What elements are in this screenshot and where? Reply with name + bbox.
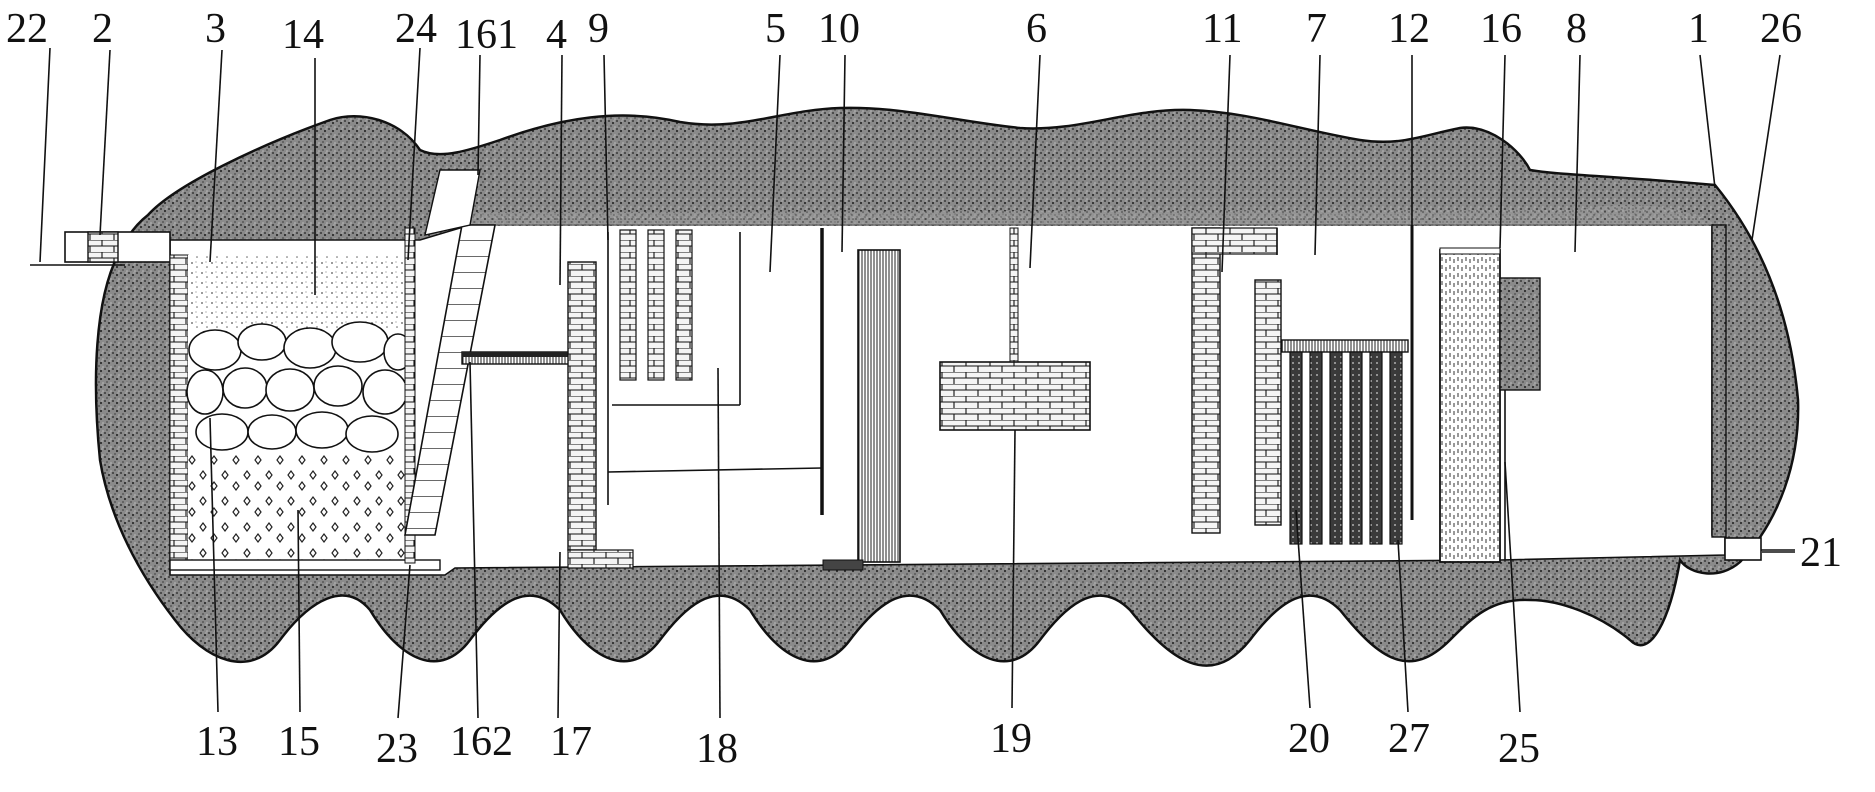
right-wall-26: [1711, 224, 1727, 538]
cover-soil: [470, 204, 1712, 226]
label-8: 8: [1566, 6, 1587, 52]
outlet-pipe: [1724, 537, 1762, 561]
label-10: 10: [818, 6, 860, 52]
partition-7-left: [1254, 279, 1282, 526]
label-3: 3: [205, 6, 226, 52]
label-17: 17: [550, 719, 592, 765]
partition-11: [1191, 227, 1221, 534]
label-4: 4: [546, 12, 567, 58]
label-15: 15: [278, 719, 320, 765]
filler-frame: [1281, 339, 1409, 353]
label-23: 23: [376, 726, 418, 772]
hanger-rod: [1009, 227, 1019, 364]
label-22: 22: [6, 6, 48, 52]
label-162: 162: [450, 719, 513, 765]
label-161: 161: [455, 12, 518, 58]
baffle-9-bottom: [607, 467, 823, 473]
label-2: 2: [92, 6, 113, 52]
label-16: 16: [1480, 6, 1522, 52]
brick-block-19: [939, 361, 1091, 431]
partition-4-base: [567, 549, 634, 569]
partition-4: [567, 261, 597, 551]
label-11: 11: [1202, 6, 1242, 52]
label-5: 5: [765, 6, 786, 52]
label-21: 21: [1800, 530, 1842, 576]
hanging-filler: [1289, 351, 1403, 545]
chamber3-left-wall: [169, 254, 189, 561]
label-20: 20: [1288, 716, 1330, 762]
manhole-neck: [424, 169, 481, 236]
partition-11-cap: [1191, 227, 1278, 255]
label-7: 7: [1306, 6, 1327, 52]
label-12: 12: [1388, 6, 1430, 52]
filter-wall-16-top: [1439, 247, 1501, 255]
filter-block-25: [1499, 277, 1541, 391]
label-27: 27: [1388, 716, 1430, 762]
label-25: 25: [1498, 726, 1540, 772]
label-14: 14: [282, 12, 324, 58]
settling-tube-2: [647, 229, 665, 381]
settling-tube-1: [619, 229, 637, 381]
inlet-gate: [87, 231, 119, 263]
label-9: 9: [588, 6, 609, 52]
chamber3-floor: [169, 559, 441, 571]
cobblestone-layer: [186, 321, 413, 460]
horizontal-grid-top: [462, 352, 570, 357]
inclined-grille: [404, 224, 496, 536]
settling-tube-3: [675, 229, 693, 381]
tube-bundle-10-base: [822, 559, 864, 571]
leader-lines: [39, 47, 1795, 719]
filter-wall-16: [1439, 249, 1501, 563]
label-1: 1: [1688, 6, 1709, 52]
label-13: 13: [196, 719, 238, 765]
tube-bundle-10: [857, 249, 901, 563]
label-24: 24: [395, 6, 437, 52]
label-6: 6: [1026, 6, 1047, 52]
label-18: 18: [696, 726, 738, 772]
label-19: 19: [990, 716, 1032, 762]
label-26: 26: [1760, 6, 1802, 52]
